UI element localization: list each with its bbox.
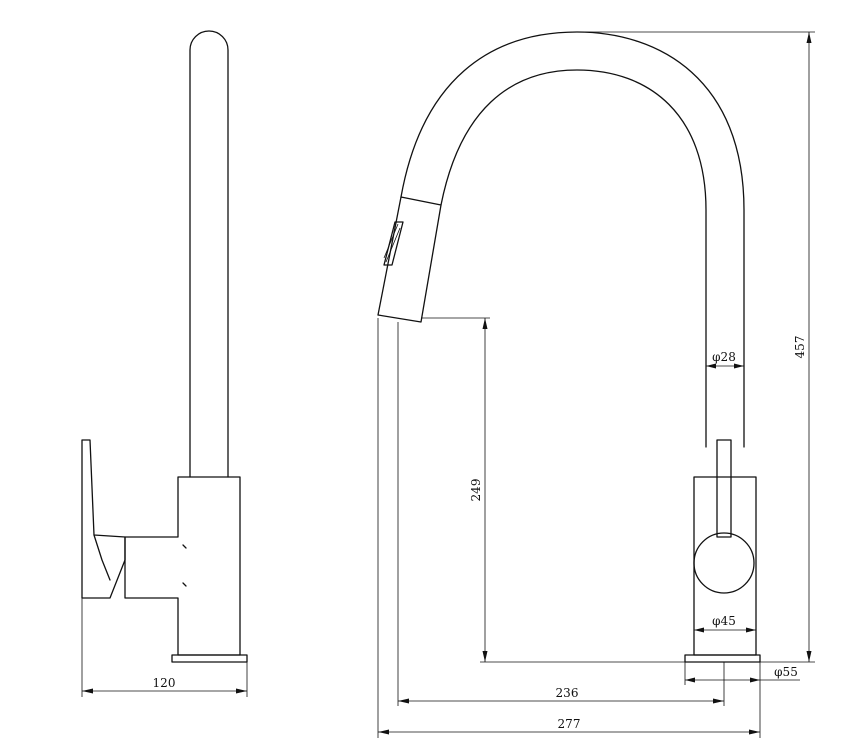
dim-28-arrow-right — [734, 363, 744, 369]
front-spout-inner — [440, 69, 707, 448]
front-spray-shade-2 — [385, 227, 401, 263]
dim-249-arrow-bottom — [482, 651, 488, 662]
dim-249-label: 249 — [469, 479, 483, 502]
front-spray-shade-1 — [383, 223, 399, 259]
dim-457-label: 457 — [793, 336, 807, 359]
front-spray-head — [377, 196, 442, 323]
side-handle-joint — [93, 534, 111, 581]
dim-45-arrow-right — [746, 627, 756, 633]
dim-236-arrow-right — [713, 698, 724, 704]
dim-120-label: 120 — [153, 676, 176, 690]
side-handle-lever — [81, 439, 126, 599]
dim-277-arrow-left — [378, 729, 389, 735]
dim-277-label: 277 — [558, 717, 581, 731]
front-spray-button — [383, 221, 404, 266]
side-base-plate — [171, 654, 248, 663]
dim-277-arrow-right — [749, 729, 760, 735]
dim-28-label: φ28 — [712, 350, 736, 364]
dim-457-arrow-top — [806, 32, 812, 43]
dim-55-label: φ55 — [774, 665, 798, 679]
dim-120-arrow-left — [82, 688, 93, 694]
dim-457-arrow-bottom — [806, 651, 812, 662]
dim-28-arrow-left — [706, 363, 716, 369]
dim-236-arrow-left — [398, 698, 409, 704]
dim-120-arrow-right — [236, 688, 247, 694]
front-spout-outer — [400, 31, 745, 448]
side-body-mark-top — [182, 544, 187, 549]
dim-249-arrow-top — [482, 318, 488, 329]
dim-45-label: φ45 — [712, 614, 736, 628]
side-spout-tube — [189, 30, 229, 478]
dim-236-label: 236 — [556, 686, 579, 700]
side-body — [124, 476, 241, 656]
dim-55-arrow-left — [685, 677, 695, 683]
front-handle-lever — [716, 439, 732, 538]
dim-45-arrow-left — [694, 627, 704, 633]
side-body-mark-bottom — [182, 582, 187, 587]
front-view: 457 249 φ28 φ45 φ55 236 — [377, 31, 815, 738]
front-handle-knob — [693, 532, 755, 594]
front-base-plate — [684, 654, 761, 663]
dim-55-arrow-right — [750, 677, 760, 683]
side-view: 120 — [81, 30, 248, 697]
